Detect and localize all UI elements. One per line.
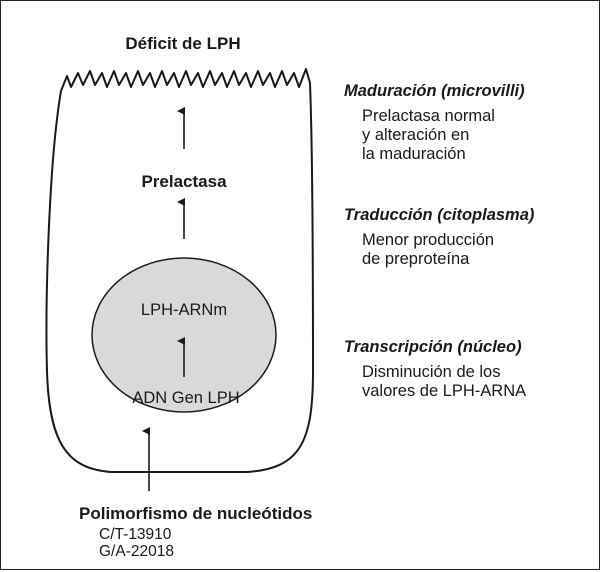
cell-membrane	[45, 68, 314, 473]
stage-desc-line: la maduración	[362, 145, 466, 163]
stage-desc-line: Menor producción	[362, 231, 495, 249]
nucleus	[91, 257, 277, 413]
stage-desc-line: y alteración en	[362, 126, 470, 144]
mrna-label: LPH-ARNm	[140, 301, 228, 319]
variant-label: G/A-22018	[99, 543, 174, 560]
stage-title-maturation: Maduración (microvilli)	[344, 82, 525, 100]
polymorphism-title: Polimorfismo de nucleótidos	[79, 504, 313, 523]
top-label: Déficit de LPH	[125, 34, 241, 53]
stage-title-translation: Traducción (citoplasma)	[344, 206, 535, 224]
dna-gene-label: ADN Gen LPH	[132, 389, 240, 407]
stage-title-transcription: Transcripción (núcleo)	[344, 338, 522, 356]
stage-desc-line: de preproteína	[362, 250, 470, 268]
stage-desc-line: Prelactasa normal	[362, 107, 495, 125]
stage-desc-line: Disminución de los	[362, 363, 501, 381]
stage-desc-line: valores de LPH-ARNA	[362, 382, 527, 400]
variant-label: C/T-13910	[99, 526, 172, 543]
prelactasa-label: Prelactasa	[141, 172, 227, 191]
